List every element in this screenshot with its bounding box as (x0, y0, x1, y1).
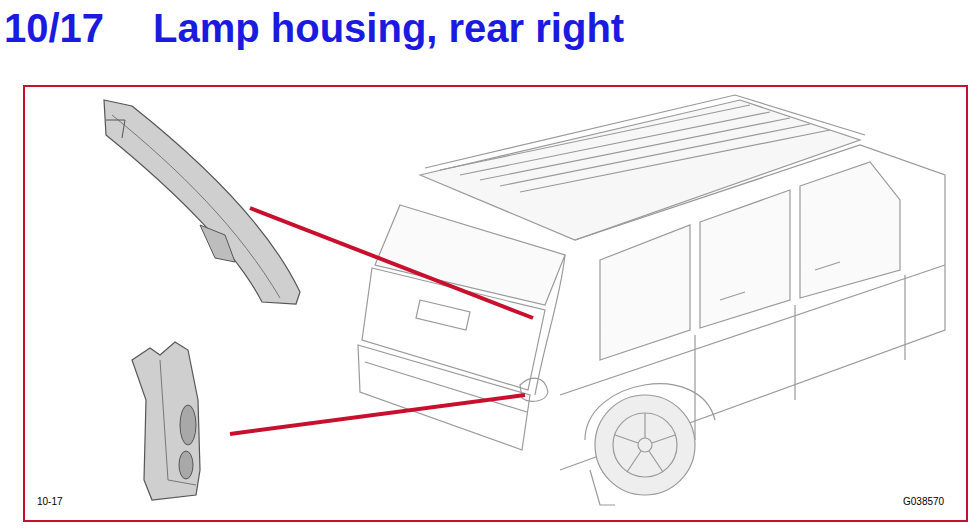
frame (24, 86, 967, 521)
leader-line (250, 208, 533, 318)
section-number: 10/17 (4, 6, 104, 50)
car-drawing (358, 95, 945, 505)
page-title: Lamp housing, rear right (153, 6, 624, 50)
drawing-code: G038570 (903, 496, 944, 508)
upper-housing-part (104, 100, 300, 304)
figure-number: 10-17 (37, 496, 63, 508)
lower-housing-part (132, 342, 200, 500)
leader-line (230, 395, 525, 434)
